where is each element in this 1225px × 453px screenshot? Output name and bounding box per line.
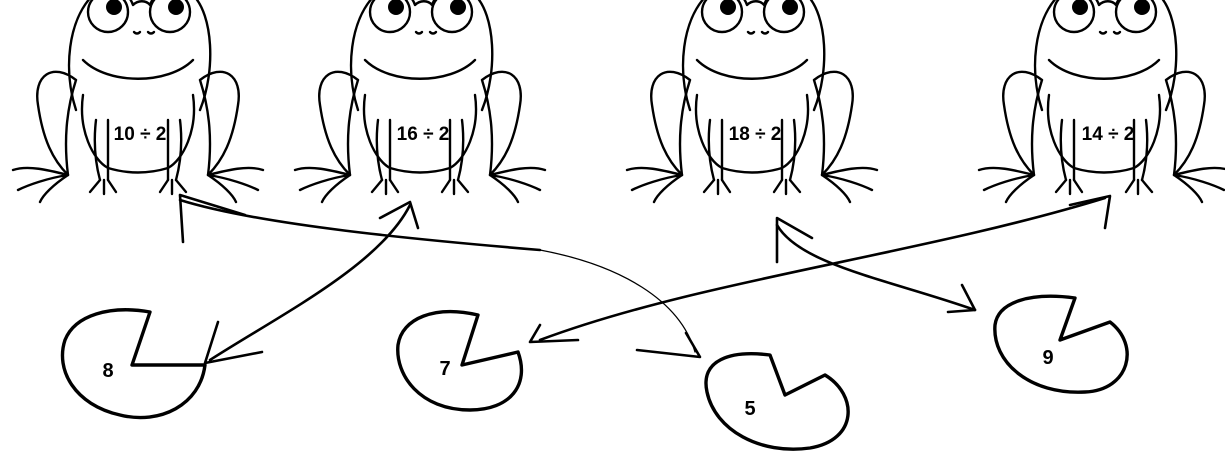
lily-pad-3-number: 5 [744, 398, 755, 420]
lily-pad-2: 7 [396, 310, 524, 412]
lily-pad-2-number: 7 [439, 358, 450, 380]
frog-3: 18 ÷ 2 [625, 0, 879, 204]
lily-pad-4-number: 9 [1042, 347, 1053, 369]
arrow-frog1-to-pad5 [178, 193, 702, 359]
frog-2: 16 ÷ 2 [293, 0, 547, 204]
arrow-frog4-to-pad7 [528, 194, 1112, 344]
arrow-frog2-to-pad8 [203, 200, 420, 365]
frog-4: 14 ÷ 2 [977, 0, 1225, 204]
lily-pad-3: 5 [704, 352, 850, 451]
frog-2-expression: 16 ÷ 2 [397, 124, 450, 145]
arrow-frog3-to-pad9 [775, 216, 977, 314]
lily-pad-1-number: 8 [102, 360, 113, 382]
lily-pad-1: 8 [60, 308, 207, 420]
frog-3-expression: 18 ÷ 2 [729, 124, 782, 145]
lily-pad-4: 9 [993, 294, 1129, 394]
frog-1-expression: 10 ÷ 2 [114, 124, 167, 145]
frog-1: 10 ÷ 2 [11, 0, 265, 204]
frog-4-expression: 14 ÷ 2 [1082, 124, 1135, 145]
